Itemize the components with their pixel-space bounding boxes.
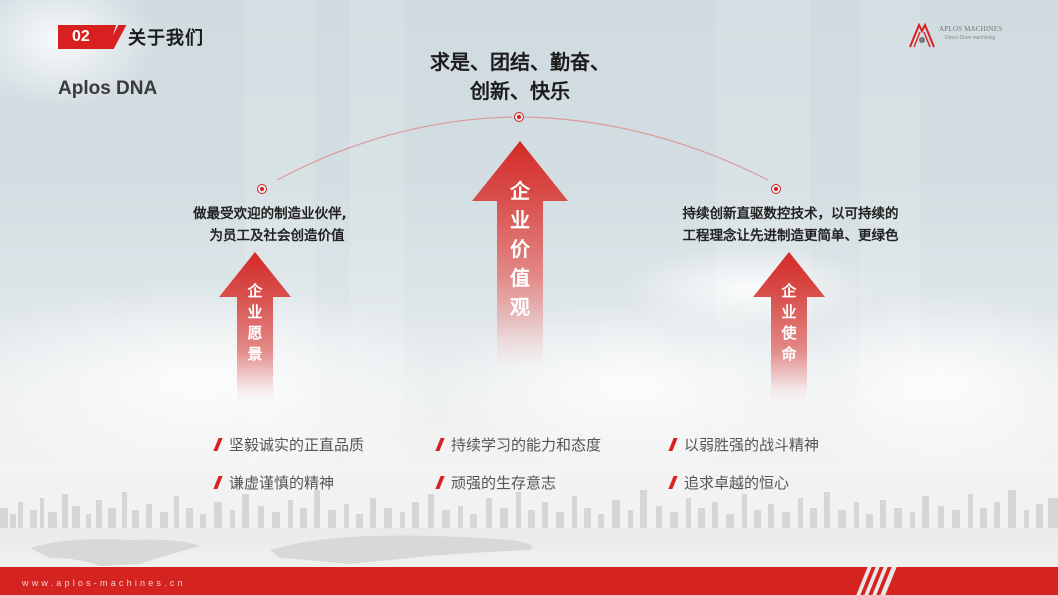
mission-line-1: 持续创新直驱数控技术，以可持续的	[682, 206, 899, 222]
city-skyline-decoration	[0, 490, 1058, 530]
vision-dot-marker	[257, 184, 267, 194]
arrow-shaft	[771, 296, 807, 402]
bullet-item: 以弱胜强的战斗精神	[668, 434, 819, 455]
arrow-shaft	[497, 200, 543, 366]
mission-arrow-label: 企 业 使 命	[781, 282, 797, 363]
bullet-item: 谦虚谨慎的精神	[213, 472, 334, 493]
company-logo: APLOS MACHINES Direct Drive machining	[908, 22, 1018, 48]
section-number: 02	[72, 28, 90, 45]
values-arrow-label: 企 业 价 值 观	[510, 179, 530, 319]
page-subtitle: Aplos DNA	[58, 78, 158, 99]
mission-arrow: 企 业 使 命	[753, 252, 825, 402]
values-arrow: 企 业 价 值 观	[472, 141, 568, 366]
bullet-item: 坚毅诚实的正直品质	[213, 434, 364, 455]
logo-tagline: Direct Drive machining	[945, 35, 996, 41]
mission-description: 持续创新直驱数控技术，以可持续的 工程理念让先进制造更简单、更绿色	[648, 203, 933, 247]
vision-description: 做最受欢迎的制造业伙伴, 为员工及社会创造价值	[160, 203, 380, 247]
aplos-logo-icon	[909, 22, 935, 48]
background-cloud	[760, 290, 1058, 480]
mission-line-2: 工程理念让先进制造更简单、更绿色	[682, 228, 899, 244]
bullet-item: 追求卓越的恒心	[668, 472, 789, 493]
core-values-line-2: 创新、快乐	[470, 79, 570, 103]
vision-arrow-label: 企 业 愿 景	[247, 282, 263, 363]
section-title: 关于我们	[128, 28, 204, 49]
core-values-text: 求是、团结、勤奋、 创新、快乐	[370, 48, 670, 106]
vision-arrow: 企 业 愿 景	[219, 252, 291, 402]
logo-name: APLOS MACHINES	[939, 25, 1003, 33]
world-map-decoration	[30, 535, 533, 566]
footer-website-link[interactable]: www.aplos-machines.cn	[22, 578, 186, 588]
bullet-item: 顽强的生存意志	[435, 472, 556, 493]
vision-line-1: 做最受欢迎的制造业伙伴,	[193, 206, 347, 222]
background-cloud	[0, 280, 460, 480]
bullet-item: 持续学习的能力和态度	[435, 434, 601, 455]
values-dot-marker	[514, 112, 524, 122]
section-number-badge: 02	[58, 25, 116, 49]
core-values-line-1: 求是、团结、勤奋、	[430, 50, 610, 74]
mission-dot-marker	[771, 184, 781, 194]
arrow-shaft	[237, 296, 273, 402]
vision-line-2: 为员工及社会创造价值	[209, 228, 345, 244]
